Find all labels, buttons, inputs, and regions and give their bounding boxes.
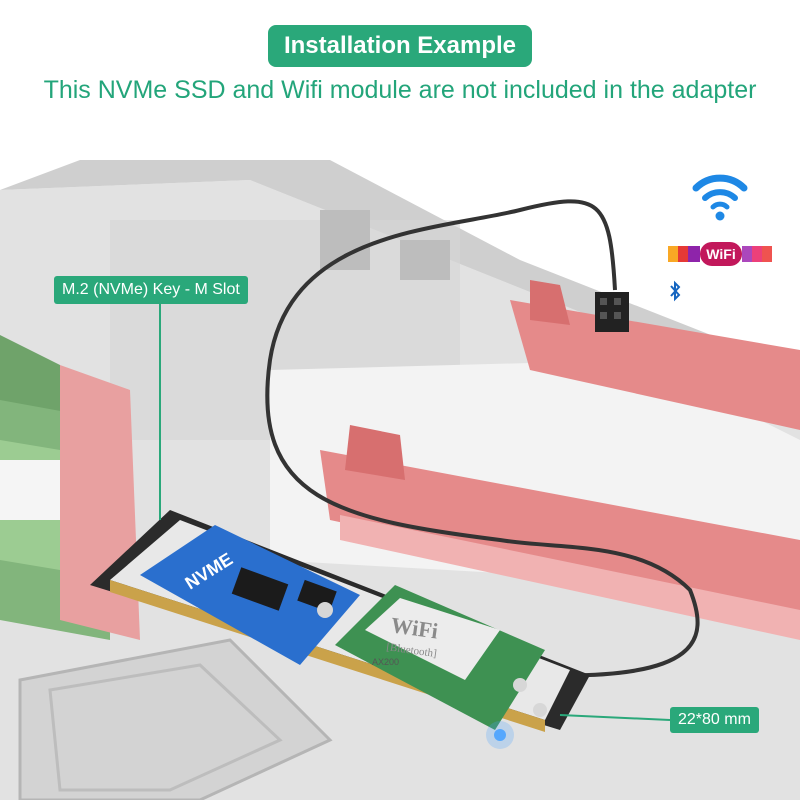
wifi-module: WiFi [Bluetooth] AX200 [317,585,547,749]
wifi-icon [692,174,748,221]
pcie-slots [320,280,800,640]
slot-callout: M.2 (NVMe) Key - M Slot [54,276,248,304]
cpu-socket [18,638,333,800]
wifi-logo: WiFi [668,240,772,268]
size-callout-line [559,714,671,721]
wifi-logo-text: WiFi [700,242,742,266]
antenna-cable [265,199,700,678]
page-subtitle: This NVMe SSD and Wifi module are not in… [43,76,757,104]
installation-scene: NVME WiFi [Bluetooth] AX200 [0,160,800,800]
size-callout: 22*80 mm [670,707,759,733]
nvme-ssd-module: NVME [140,525,360,665]
bluetooth-icon [670,280,681,302]
page-title: Installation Example [268,25,532,67]
chip-label: AX200 [372,657,399,667]
